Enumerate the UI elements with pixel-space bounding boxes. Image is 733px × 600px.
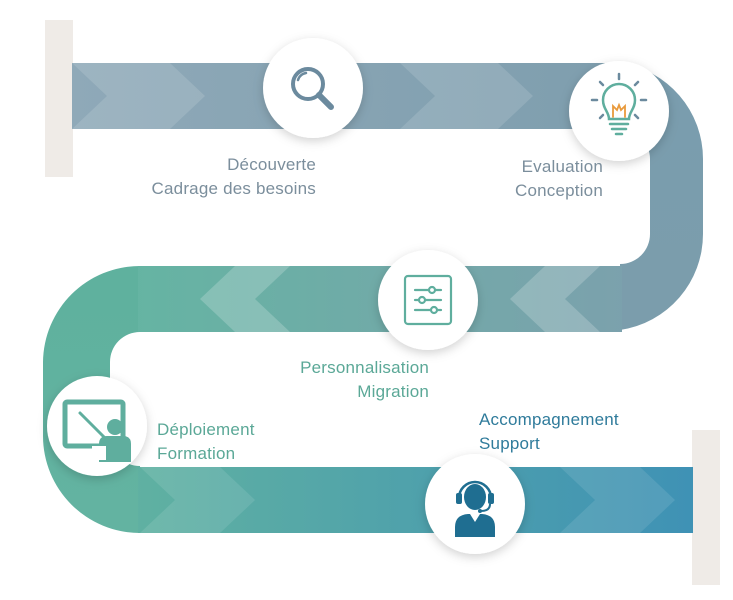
step-support-node <box>425 454 525 554</box>
step-discovery-node <box>263 38 363 138</box>
step-discovery-label: Découverte Cadrage des besoins <box>152 153 316 201</box>
sliders-icon <box>403 274 453 326</box>
magnifier-icon <box>291 67 334 110</box>
chevrons-top <box>72 63 533 129</box>
step-customization-label: Personnalisation Migration <box>300 356 429 404</box>
chevrons-middle <box>200 266 600 332</box>
step-customization-subtitle: Migration <box>357 382 429 401</box>
step-support-subtitle: Support <box>479 434 540 453</box>
step-discovery-title: Découverte <box>227 155 316 174</box>
step-customization-title: Personnalisation <box>300 358 429 377</box>
step-deployment-label: Déploiement Formation <box>157 418 255 466</box>
lightbulb-icon <box>590 72 648 136</box>
start-post <box>45 20 73 177</box>
chevrons-bottom <box>140 467 675 533</box>
step-evaluation-node <box>569 61 669 161</box>
step-deployment-subtitle: Formation <box>157 444 236 463</box>
step-deployment-title: Déploiement <box>157 420 255 439</box>
step-evaluation-subtitle: Conception <box>514 181 603 200</box>
headset-icon <box>455 480 495 537</box>
end-post <box>692 430 720 585</box>
step-deployment-node <box>47 376 147 476</box>
step-evaluation-title: Evaluation <box>521 157 603 176</box>
step-discovery-subtitle: Cadrage des besoins <box>151 179 316 198</box>
step-customization-node <box>378 250 478 350</box>
presentation-icon <box>62 399 131 462</box>
step-support-label: Accompagnement Support <box>479 408 619 456</box>
step-evaluation-label: Evaluation Conception <box>515 155 603 203</box>
road-segment-bottom <box>138 467 693 533</box>
step-support-title: Accompagnement <box>479 410 619 429</box>
